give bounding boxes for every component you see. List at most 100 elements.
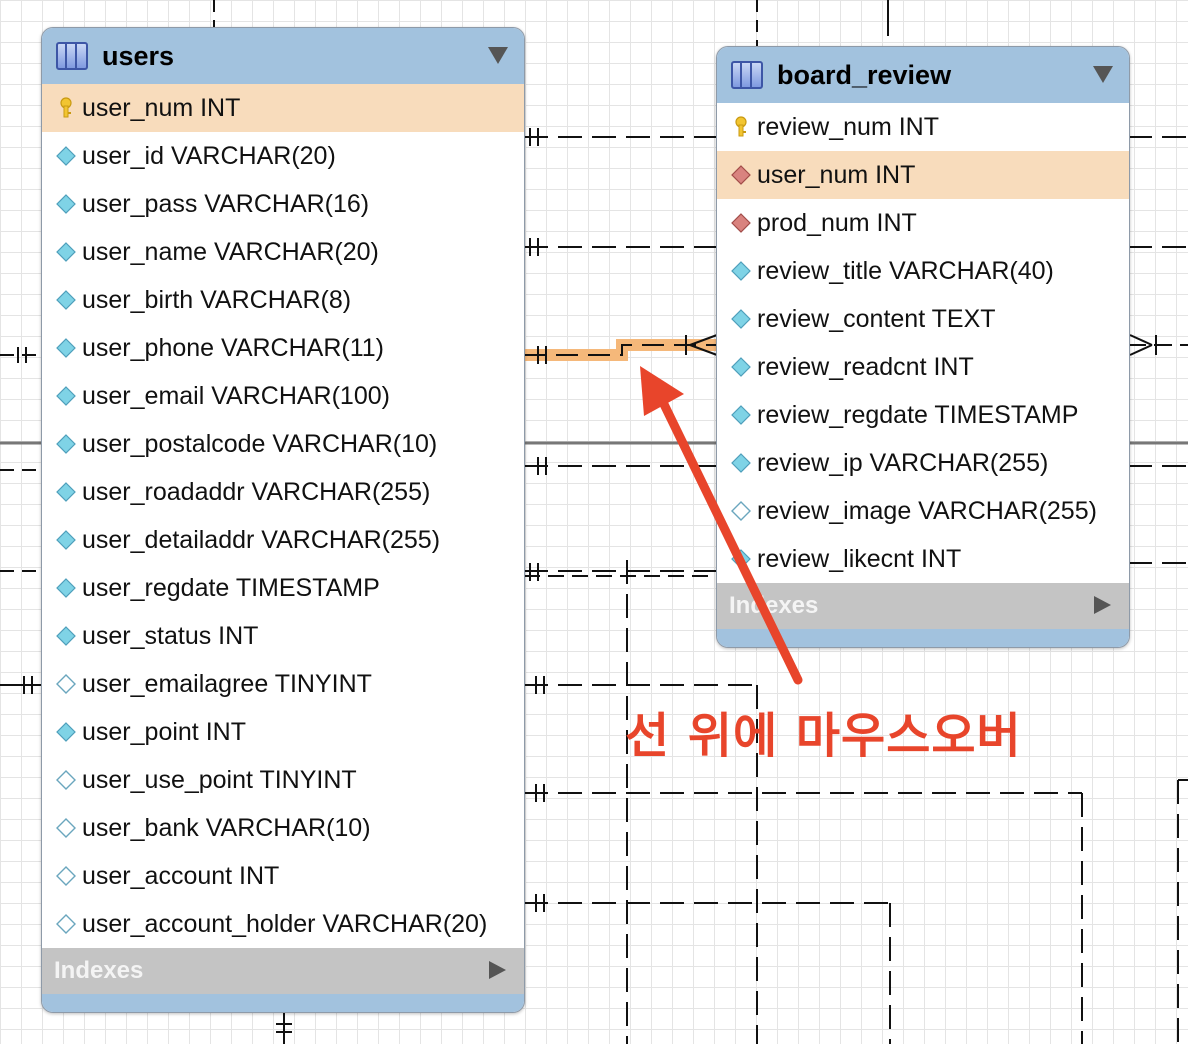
column-row[interactable]: user_phone VARCHAR(11) [42, 324, 524, 372]
board-review-columns: review_num INT user_num INT prod_num INT re… [717, 103, 1129, 583]
column-label: user_regdate TIMESTAMP [82, 573, 380, 602]
column-filled-icon [54, 527, 80, 553]
users-table-footer [42, 994, 524, 1012]
column-label: user_postalcode VARCHAR(10) [82, 429, 438, 458]
column-label: user_id VARCHAR(20) [82, 141, 336, 170]
board-review-indexes-section[interactable]: Indexes [717, 583, 1129, 629]
key-icon [729, 114, 755, 140]
column-filled-icon [729, 402, 755, 428]
column-label: user_bank VARCHAR(10) [82, 813, 371, 842]
column-label: review_num INT [757, 112, 939, 141]
column-row[interactable]: user_pass VARCHAR(16) [42, 180, 524, 228]
column-filled-icon [729, 354, 755, 380]
column-row[interactable]: review_ip VARCHAR(255) [717, 439, 1129, 487]
column-label: review_title VARCHAR(40) [757, 256, 1054, 285]
column-filled-icon [729, 546, 755, 572]
table-icon [731, 61, 763, 89]
column-filled-icon [54, 431, 80, 457]
column-row[interactable]: user_regdate TIMESTAMP [42, 564, 524, 612]
column-row[interactable]: user_detailaddr VARCHAR(255) [42, 516, 524, 564]
column-row[interactable]: user_name VARCHAR(20) [42, 228, 524, 276]
column-row[interactable]: user_emailagree TINYINT [42, 660, 524, 708]
column-filled-icon [54, 143, 80, 169]
column-row[interactable]: prod_num INT [717, 199, 1129, 247]
table-title: users [102, 40, 175, 71]
column-label: user_num INT [757, 160, 916, 189]
column-filled-icon [729, 306, 755, 332]
expand-triangle-icon[interactable] [489, 961, 506, 979]
column-filled-icon [54, 383, 80, 409]
column-row[interactable]: user_bank VARCHAR(10) [42, 804, 524, 852]
column-row[interactable]: user_status INT [42, 612, 524, 660]
collapse-triangle-icon[interactable] [488, 47, 508, 64]
column-filled-icon [729, 258, 755, 284]
column-label: review_content TEXT [757, 304, 996, 333]
column-nullable-icon [54, 815, 80, 841]
indexes-label: Indexes [54, 957, 144, 984]
column-label: review_readcnt INT [757, 352, 974, 381]
column-label: review_regdate TIMESTAMP [757, 400, 1079, 429]
column-filled-icon [54, 287, 80, 313]
column-nullable-icon [729, 498, 755, 524]
column-filled-icon [54, 575, 80, 601]
board-review-table-footer [717, 629, 1129, 647]
foreign-key-icon [729, 162, 755, 188]
column-label: user_use_point TINYINT [82, 765, 357, 794]
column-row[interactable]: review_regdate TIMESTAMP [717, 391, 1129, 439]
column-row[interactable]: user_point INT [42, 708, 524, 756]
annotation-text: 선 위에 마우스오버 [625, 708, 1022, 764]
users-indexes-section[interactable]: Indexes [42, 948, 524, 994]
column-row[interactable]: review_image VARCHAR(255) [717, 487, 1129, 535]
column-row[interactable]: review_title VARCHAR(40) [717, 247, 1129, 295]
column-label: user_pass VARCHAR(16) [82, 189, 370, 218]
column-nullable-icon [54, 671, 80, 697]
column-label: user_num INT [82, 93, 241, 122]
column-nullable-icon [54, 863, 80, 889]
column-label: user_point INT [82, 717, 246, 746]
table-icon [56, 42, 88, 70]
column-label: user_phone VARCHAR(11) [82, 333, 384, 362]
column-row[interactable]: user_postalcode VARCHAR(10) [42, 420, 524, 468]
column-label: user_account INT [82, 861, 280, 890]
column-label: user_name VARCHAR(20) [82, 237, 379, 266]
collapse-triangle-icon[interactable] [1093, 66, 1113, 83]
key-icon [54, 95, 80, 121]
column-row[interactable]: user_num INT [42, 84, 524, 132]
users-table-header[interactable]: users [42, 28, 524, 84]
column-label: user_email VARCHAR(100) [82, 381, 390, 410]
column-row[interactable]: user_num INT [717, 151, 1129, 199]
column-filled-icon [54, 623, 80, 649]
column-filled-icon [729, 450, 755, 476]
column-row[interactable]: user_account_holder VARCHAR(20) [42, 900, 524, 948]
column-filled-icon [54, 479, 80, 505]
column-row[interactable]: user_account INT [42, 852, 524, 900]
expand-triangle-icon[interactable] [1094, 596, 1111, 614]
column-row[interactable]: user_email VARCHAR(100) [42, 372, 524, 420]
board-review-table-header[interactable]: board_review [717, 47, 1129, 103]
column-label: user_emailagree TINYINT [82, 669, 372, 698]
column-label: review_image VARCHAR(255) [757, 496, 1097, 525]
column-label: user_account_holder VARCHAR(20) [82, 909, 488, 938]
column-row[interactable]: review_num INT [717, 103, 1129, 151]
column-filled-icon [54, 191, 80, 217]
column-label: user_birth VARCHAR(8) [82, 285, 352, 314]
column-row[interactable]: review_likecnt INT [717, 535, 1129, 583]
column-label: user_roadaddr VARCHAR(255) [82, 477, 431, 506]
column-nullable-icon [54, 767, 80, 793]
users-columns: user_num INT user_id VARCHAR(20) user_pass… [42, 84, 524, 948]
column-row[interactable]: user_roadaddr VARCHAR(255) [42, 468, 524, 516]
column-filled-icon [54, 239, 80, 265]
column-label: prod_num INT [757, 208, 917, 237]
column-row[interactable]: user_id VARCHAR(20) [42, 132, 524, 180]
indexes-label: Indexes [729, 592, 819, 619]
column-row[interactable]: user_use_point TINYINT [42, 756, 524, 804]
column-row[interactable]: user_birth VARCHAR(8) [42, 276, 524, 324]
board-review-table[interactable]: board_review review_num INT user_num INT p… [716, 46, 1130, 648]
column-row[interactable]: review_readcnt INT [717, 343, 1129, 391]
column-label: user_status INT [82, 621, 259, 650]
foreign-key-icon [729, 210, 755, 236]
column-row[interactable]: review_content TEXT [717, 295, 1129, 343]
column-label: review_ip VARCHAR(255) [757, 448, 1049, 477]
column-filled-icon [54, 335, 80, 361]
